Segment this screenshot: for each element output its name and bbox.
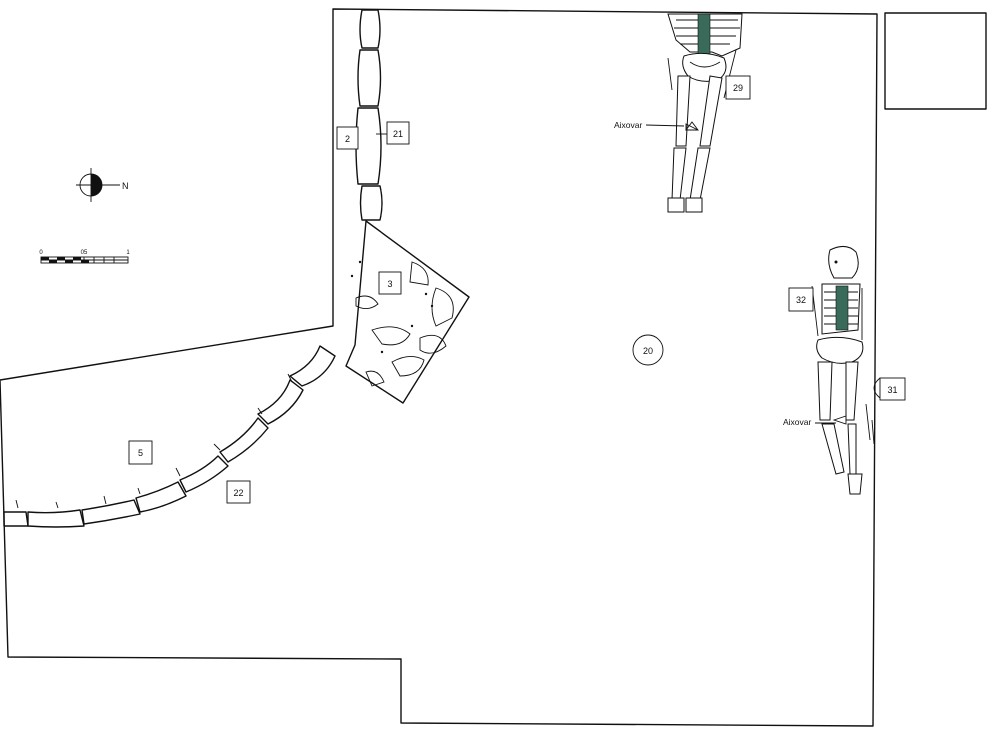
aixovar-annotation-32: Aixovar: [783, 417, 836, 427]
svg-text:31: 31: [887, 385, 897, 395]
unit-3-area: [345, 220, 470, 404]
aixovar-annotation-29: Aixovar: [614, 120, 699, 131]
svg-text:20: 20: [643, 346, 653, 356]
svg-text:N: N: [122, 181, 129, 191]
svg-text:29: 29: [733, 83, 743, 93]
unit-label-31: 31: [873, 377, 906, 401]
scale-tick-1: 1: [126, 250, 130, 256]
svg-text:21: 21: [393, 129, 403, 139]
wall-stones-21: [355, 9, 383, 221]
svg-text:2: 2: [345, 134, 350, 144]
svg-text:3: 3: [387, 279, 392, 289]
excavation-outline: [0, 8, 878, 727]
svg-text:5: 5: [138, 448, 143, 458]
scale-tick-05: 05: [81, 250, 88, 256]
curved-wall-22: [3, 345, 336, 528]
north-arrow-icon: N: [76, 168, 129, 202]
scale-tick-0: 0: [39, 250, 43, 256]
square-unit-top-right: [884, 12, 987, 110]
svg-text:Aixovar: Aixovar: [783, 417, 812, 427]
svg-text:32: 32: [796, 295, 806, 305]
unit-label-2: 2: [336, 126, 359, 150]
unit-label-22: 22: [226, 480, 251, 504]
svg-text:22: 22: [233, 488, 243, 498]
unit-label-3: 3: [378, 271, 402, 295]
unit-label-29: 29: [725, 75, 751, 100]
unit-label-20: 20: [632, 334, 664, 366]
skeleton-29: [667, 13, 743, 213]
svg-text:Aixovar: Aixovar: [614, 120, 643, 130]
unit-label-32: 32: [788, 287, 814, 312]
unit-label-5: 5: [128, 440, 153, 465]
scale-bar: 0 05 1: [39, 250, 130, 264]
skeleton-32: [811, 246, 875, 495]
unit-label-21: 21: [376, 121, 410, 145]
